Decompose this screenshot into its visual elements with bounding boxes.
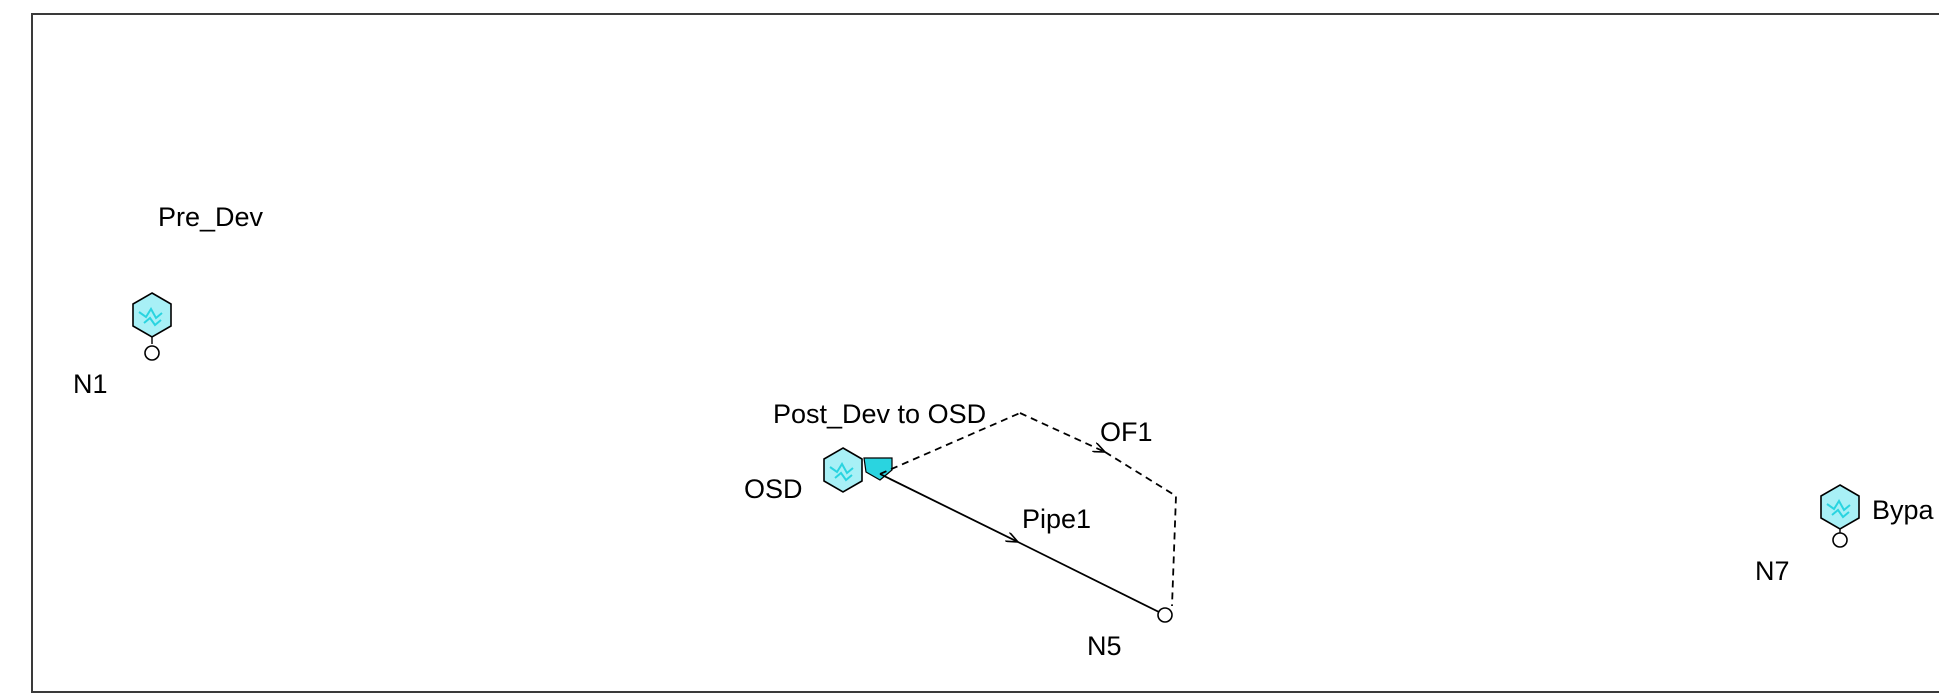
- link-label-of1: OF1: [1100, 417, 1153, 447]
- node-n5[interactable]: N5: [1087, 607, 1173, 661]
- subcatchment-icon: [823, 447, 863, 493]
- node-n1-junction[interactable]: [144, 345, 160, 361]
- node-n5-junction[interactable]: [1157, 607, 1173, 623]
- subcatchment-bypass[interactable]: Bypa N7: [1755, 484, 1935, 586]
- node-label-n1: N1: [73, 369, 108, 399]
- node-label-n5: N5: [1087, 631, 1122, 661]
- subcatchment-icon: [1820, 484, 1860, 535]
- subcatchment-label-post-dev: Post_Dev to OSD: [773, 399, 986, 429]
- subcatchment-label-pre-dev: Pre_Dev: [158, 202, 264, 232]
- subcatchment-label-bypass: Bypa: [1872, 495, 1935, 525]
- node-label-n7: N7: [1755, 556, 1790, 586]
- storage-unit-icon: [863, 457, 893, 481]
- link-of1[interactable]: OF1: [879, 412, 1177, 607]
- subcatchment-icon: [132, 292, 172, 344]
- storage-label-osd: OSD: [744, 474, 803, 504]
- storage-osd[interactable]: OSD: [744, 447, 893, 504]
- network-map-canvas[interactable]: [31, 13, 1939, 693]
- link-label-pipe1: Pipe1: [1022, 504, 1091, 534]
- node-n7-junction[interactable]: [1832, 532, 1848, 548]
- subcatchment-pre-dev[interactable]: Pre_Dev N1: [73, 202, 264, 399]
- link-pipe1[interactable]: Pipe1: [879, 473, 1166, 616]
